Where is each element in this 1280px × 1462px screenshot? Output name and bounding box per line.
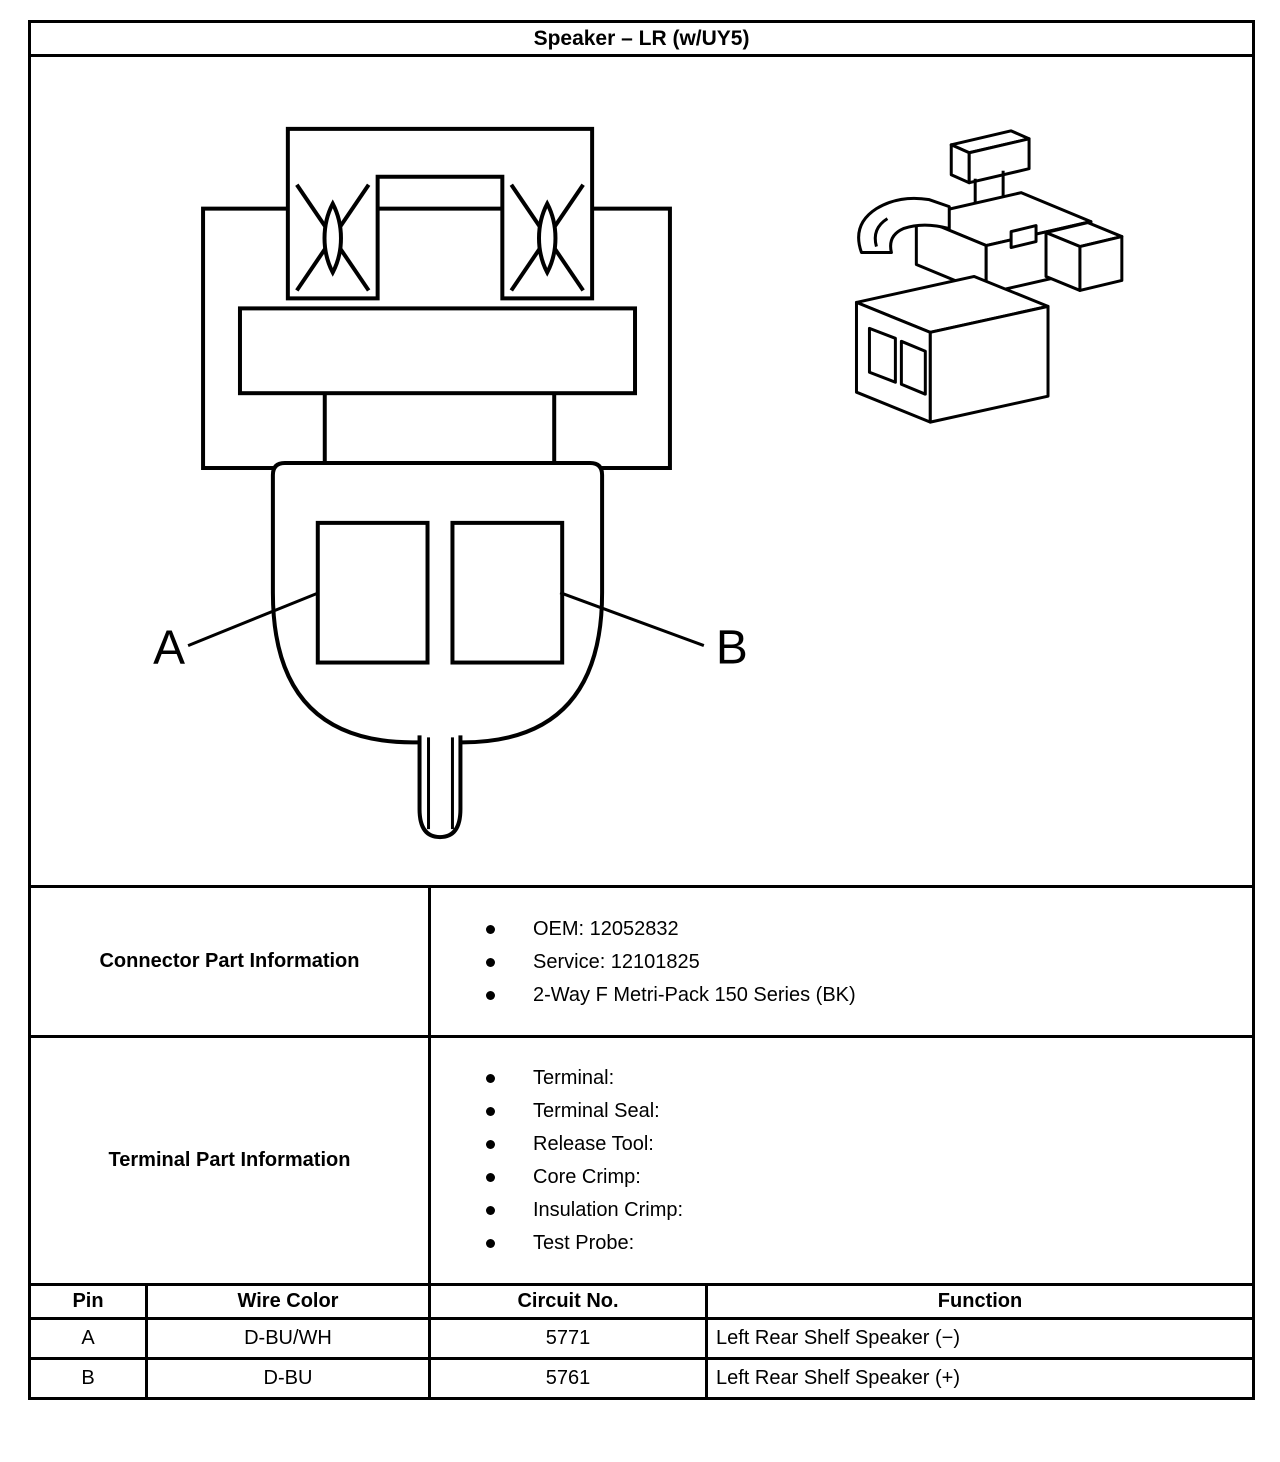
bullet-item: Core Crimp:: [485, 1164, 1252, 1190]
leader-line-b: [559, 591, 704, 647]
iso-cavity: [899, 339, 927, 396]
pin-cell: A: [28, 1317, 148, 1360]
leader-line-a: [187, 591, 319, 647]
bullet-item: Service: 12101825: [485, 949, 1252, 975]
bullet-item: Terminal Seal:: [485, 1098, 1252, 1124]
iso-latch-clip: [856, 196, 951, 255]
iso-end-cap: [1077, 235, 1123, 292]
connector-part-info-label: Connector Part Information: [28, 885, 431, 1038]
bullet-item: Insulation Crimp:: [485, 1197, 1252, 1223]
circuit-no-cell: 5771: [428, 1317, 708, 1360]
stem: [417, 735, 462, 840]
iso-cavity: [867, 326, 897, 384]
diagram-row: A B: [27, 54, 1256, 888]
pin-label-b: B: [715, 622, 747, 675]
connector-part-info-row: Connector Part Information OEM: 12052832…: [28, 885, 1256, 1038]
connector-bar: [237, 306, 637, 396]
pin-cell: B: [28, 1357, 148, 1400]
bullet-item: Test Probe:: [485, 1230, 1252, 1256]
terminal-part-info-content: Terminal: Terminal Seal: Release Tool: C…: [427, 1035, 1256, 1286]
tower-lens: [322, 199, 343, 277]
circuit-no-cell: 5761: [428, 1357, 708, 1400]
header-pin: Pin: [28, 1283, 148, 1320]
cavity-b: [449, 520, 564, 665]
terminal-part-info-list: Terminal: Terminal Seal: Release Tool: C…: [431, 1065, 1252, 1256]
connector-iso-view: [854, 129, 1123, 424]
bullet-item: 2-Way F Metri-Pack 150 Series (BK): [485, 982, 1252, 1008]
header-wire-color: Wire Color: [145, 1283, 431, 1320]
iso-main-block: [928, 304, 1050, 424]
connector-part-info-list: OEM: 12052832 Service: 12101825 2-Way F …: [431, 916, 1252, 1008]
pin-labels: A B: [153, 622, 748, 675]
bullet-item: OEM: 12052832: [485, 916, 1252, 942]
iso-top-tab: [967, 137, 1031, 185]
header-function: Function: [704, 1283, 1256, 1320]
bullet-item: Terminal:: [485, 1065, 1252, 1091]
cavity-a: [315, 520, 430, 665]
title-row: Speaker – LR (w/UY5): [27, 20, 1256, 57]
wire-color-cell: D-BU: [145, 1357, 431, 1400]
iso-top-tab: [949, 143, 971, 185]
terminal-part-info-row: Terminal Part Information Terminal: Term…: [28, 1035, 1256, 1286]
function-cell: Left Rear Shelf Speaker (+): [704, 1357, 1256, 1400]
pin-label-a: A: [153, 622, 185, 675]
connector-document-table: Speaker – LR (w/UY5): [27, 20, 1256, 1400]
function-cell: Left Rear Shelf Speaker (−): [704, 1317, 1256, 1360]
iso-latch-window: [1009, 224, 1038, 250]
bullet-item: Release Tool:: [485, 1131, 1252, 1157]
connector-front-view: [187, 126, 704, 840]
table-row-pin-a: A D-BU/WH 5771 Left Rear Shelf Speaker (…: [28, 1317, 1256, 1360]
table-row-pin-b: B D-BU 5761 Left Rear Shelf Speaker (+): [28, 1357, 1256, 1400]
header-circuit-no: Circuit No.: [428, 1283, 708, 1320]
pin-table-header-row: Pin Wire Color Circuit No. Function: [28, 1283, 1256, 1320]
connector-part-info-content: OEM: 12052832 Service: 12101825 2-Way F …: [427, 885, 1256, 1038]
page-title: Speaker – LR (w/UY5): [27, 20, 1256, 57]
iso-latch-clip-detail: [873, 217, 888, 247]
lock-towers: [285, 126, 594, 301]
terminal-part-info-label: Terminal Part Information: [28, 1035, 431, 1286]
tower-lens: [536, 199, 557, 277]
diagram-cell: A B: [27, 54, 1256, 888]
wire-color-cell: D-BU/WH: [145, 1317, 431, 1360]
connector-diagram: A B: [153, 126, 1123, 840]
